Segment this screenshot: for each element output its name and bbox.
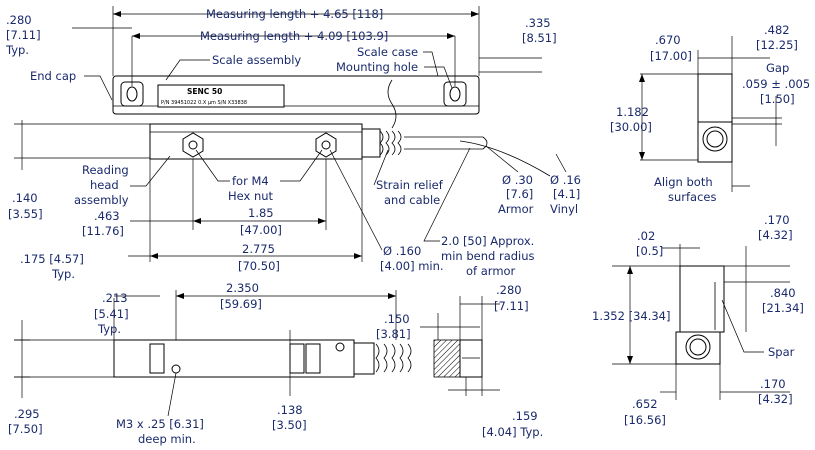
bend-2: min bend radius: [441, 249, 535, 263]
end-scale-body: [679, 265, 725, 333]
dim-030-label: Armor: [498, 202, 534, 216]
dim-482-in: .482: [764, 23, 790, 37]
dim-463-mm: [11.76]: [82, 224, 124, 238]
dim-652-mm: [16.56]: [624, 413, 666, 427]
dim-295-mm: [7.50]: [8, 422, 43, 436]
dim-840-mm: [21.34]: [762, 301, 804, 315]
dim-2775-mm: [70.50]: [238, 259, 280, 273]
arrowheads: [113, 11, 645, 364]
side-view: .670 [17.00] .482 [12.25] 1.182 [30.00] …: [610, 23, 810, 204]
dim-185-in: 1.85: [248, 206, 274, 220]
dim-2350-mm: [59.69]: [220, 297, 262, 311]
dim-840-in: .840: [770, 286, 796, 300]
dim-482-mm: [12.25]: [756, 38, 798, 52]
dim-213-mm: [5.41]: [94, 307, 129, 321]
dim-295-in: .295: [14, 407, 40, 421]
gap-in: .059 ± .005: [742, 77, 810, 91]
side-scale-body: [697, 73, 733, 123]
label-strain-2: and cable: [384, 193, 440, 207]
dim-140-mm: [3.55]: [8, 207, 43, 221]
label-reading-head-2: head: [90, 178, 119, 192]
dim-185-mm: [47.00]: [240, 223, 282, 237]
dim-measuring-409: Measuring length + 4.09 [103.9]: [200, 29, 388, 43]
dim-160-in: Ø .160: [383, 244, 421, 258]
dim-1182-in: 1.182: [616, 105, 649, 119]
dim-1182-mm: [30.00]: [610, 120, 652, 134]
dim-138-mm: [3.50]: [272, 418, 307, 432]
label-scale-case: Scale case: [357, 45, 418, 59]
dim-159-in: .159: [512, 409, 538, 423]
plate-model: SENC 50: [187, 87, 222, 96]
label-mounting-hole: Mounting hole: [336, 60, 418, 74]
dim-335-in: .335: [525, 16, 551, 30]
dim-280b-mm: [7.11]: [494, 299, 529, 313]
dim-280-mm: [7.11]: [6, 28, 41, 42]
dim-670-in: .670: [655, 33, 681, 47]
dim-280-in: .280: [6, 13, 32, 27]
m3-2: deep min.: [138, 432, 196, 446]
m3-1: M3 x .25 [6.31]: [116, 417, 204, 431]
dim-2350-in: 2.350: [226, 281, 259, 295]
dim-1352: 1.352 [34.34]: [592, 309, 670, 323]
dim-175: .175 [4.57]: [20, 252, 84, 266]
dim-159-mm: [4.04] Typ.: [482, 425, 543, 439]
dim-463-in: .463: [94, 209, 120, 223]
label-end-cap: End cap: [30, 69, 76, 83]
dim-016-label: Vinyl: [550, 202, 578, 216]
name-plate: [157, 84, 285, 108]
label-reading-head-1: Reading: [82, 163, 129, 177]
label-strain-1: Strain relief: [376, 178, 444, 192]
dim-280-typ: Typ.: [5, 43, 29, 57]
dim-175-typ: Typ.: [51, 267, 75, 281]
dim-652-in: .652: [632, 397, 658, 411]
dim-02-in: .02: [637, 229, 655, 243]
dim-170b-in: .170: [760, 377, 786, 391]
dim-170b-mm: [4.32]: [758, 392, 793, 406]
dim-030-mm: [7.6]: [506, 187, 533, 201]
dim-335-mm: [8.51]: [522, 31, 557, 45]
label-reading-head-3: assembly: [74, 193, 129, 207]
bottom-end-cap: [433, 339, 461, 378]
dim-170a-in: .170: [764, 213, 790, 227]
dim-160-mm: [4.00] min.: [380, 259, 444, 273]
gap-mm: [1.50]: [760, 92, 795, 106]
dim-150-mm: [3.81]: [376, 327, 411, 341]
spar: Spar: [768, 345, 795, 359]
dim-016-in: Ø .16: [550, 173, 581, 187]
plate-serial: P/N 39451022 0.X μm S/N X33838: [161, 100, 247, 106]
gap-label: Gap: [766, 61, 789, 75]
dim-2775: 2.775: [242, 242, 275, 256]
dim-213-in: .213: [102, 291, 128, 305]
dim-measuring-465: Measuring length + 4.65 [118]: [206, 7, 383, 21]
dim-280b-in: .280: [496, 283, 522, 297]
end-view: .02 [0.5] .170 [4.32] .840 [21.34] 1.352…: [592, 213, 804, 427]
label-m4-1: for M4: [232, 174, 269, 188]
top-view: SENC 50 P/N 39451022 0.X μm S/N X33838 M…: [5, 6, 581, 281]
bend-3: of armor: [466, 264, 516, 278]
dim-030-in: Ø .30: [502, 173, 533, 187]
bottom-view: 2.350 [59.69] .213 [5.41] Typ. .150 [3.8…: [8, 281, 543, 446]
dim-170a-mm: [4.32]: [758, 228, 793, 242]
dim-140-in: .140: [12, 191, 38, 205]
label-m4-2: Hex nut: [228, 189, 274, 203]
dim-138-in: .138: [277, 403, 303, 417]
label-scale-assembly: Scale assembly: [212, 53, 301, 67]
align-1: Align both: [654, 175, 713, 189]
align-2: surfaces: [668, 190, 717, 204]
dim-213-typ: Typ.: [97, 322, 121, 336]
dim-670-mm: [17.00]: [650, 49, 692, 63]
bend-1: 2.0 [50] Approx.: [441, 234, 534, 248]
dim-016-mm: [4.1]: [553, 187, 580, 201]
dim-150-in: .150: [384, 312, 410, 326]
dim-02-mm: [0.5]: [636, 244, 663, 258]
